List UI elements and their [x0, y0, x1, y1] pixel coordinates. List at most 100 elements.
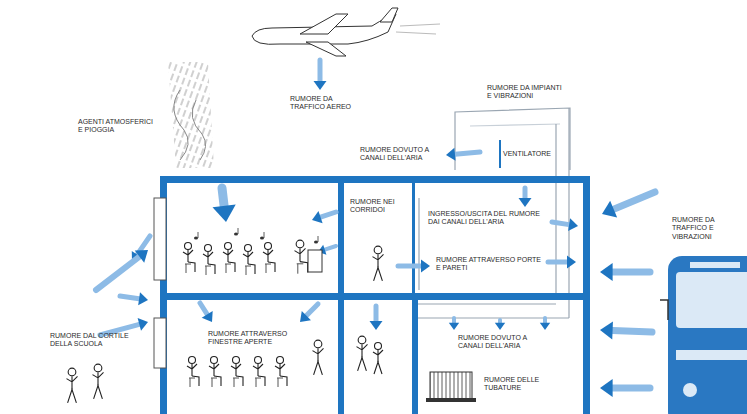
noise-label: RUMORE NEI CORRIDOI	[350, 198, 405, 215]
noise-arrow	[321, 212, 336, 217]
person-figure	[374, 362, 382, 374]
arrow-head	[600, 263, 613, 281]
arrows	[96, 60, 655, 397]
rain	[168, 62, 214, 168]
person-head	[68, 368, 76, 376]
arrow-head	[135, 250, 148, 263]
noise-arrow	[96, 257, 139, 290]
chair	[205, 266, 211, 275]
arrow-head	[567, 256, 576, 269]
noise-label: RUMORE DA TRAFFICO AEREO	[290, 95, 354, 112]
radiator	[430, 372, 472, 400]
arrow-head	[370, 321, 383, 330]
arrow-head	[314, 81, 327, 90]
noise-arrow	[120, 296, 139, 299]
person-figure	[314, 362, 323, 375]
person-figure	[243, 252, 253, 264]
arrow-head	[300, 311, 311, 322]
arrow-head	[446, 148, 456, 161]
noise-arrow	[548, 260, 567, 265]
chair	[265, 264, 271, 273]
arrow-head	[519, 198, 532, 207]
person-figure	[67, 376, 78, 389]
windows	[154, 198, 166, 368]
noise-arrow	[455, 152, 480, 154]
noise-label: AGENTI ATMOSFERICI E PIOGGIA	[78, 118, 158, 135]
person-head	[255, 357, 262, 364]
person-head	[358, 336, 366, 344]
person-figure	[94, 386, 103, 399]
person-head	[211, 357, 218, 364]
noise-arrow	[613, 385, 650, 392]
person-figure	[187, 364, 197, 376]
music-note	[194, 237, 198, 240]
person-head	[277, 357, 284, 364]
arrow-head	[600, 321, 613, 339]
building	[160, 176, 590, 414]
person-figure	[68, 390, 77, 403]
noise-arrow	[318, 60, 323, 81]
chair	[233, 378, 239, 387]
arrow-head	[202, 311, 213, 322]
chair	[255, 378, 261, 387]
radiator-base	[426, 398, 476, 402]
person-head	[233, 357, 240, 364]
noise-label: RUMORE DA IMPIANTI E VIBRAZIONI	[487, 84, 567, 101]
person-head	[265, 243, 272, 250]
noise-arrow	[613, 330, 652, 332]
music-note-stem	[198, 232, 199, 238]
music-note	[260, 237, 264, 240]
arrow-head	[138, 318, 148, 331]
noise-label: RUMORE DA TRAFFICO E VIBRAZIONI	[672, 216, 744, 241]
music-note	[234, 233, 238, 236]
noise-arrow	[523, 188, 528, 198]
noise-label: RUMORE ATTRAVERSO FINESTRE APERTE	[208, 330, 308, 347]
arrow-head	[312, 211, 323, 223]
person-figure	[203, 252, 213, 264]
noise-arrow	[374, 306, 379, 321]
person-head	[225, 243, 232, 250]
music-note-stem	[318, 236, 319, 242]
arrow-head	[449, 323, 459, 330]
person-figure	[373, 350, 383, 362]
chair	[185, 264, 191, 273]
person-figure	[373, 254, 384, 267]
person-figure	[295, 248, 306, 261]
arrow-head	[495, 323, 505, 330]
person-figure	[253, 364, 263, 376]
figures	[67, 228, 384, 403]
person-figure	[300, 262, 308, 273]
music-note-stem	[264, 232, 265, 238]
noise-label: RUMORE DOVUTO A CANALI DELL'ARIA	[360, 146, 444, 163]
person-head	[205, 245, 212, 252]
chair	[245, 266, 251, 275]
noise-arrow	[543, 318, 547, 323]
noise-arrow	[398, 264, 421, 269]
noise-arrow	[498, 320, 502, 323]
noise-label: RUMORE ATTRAVERSO PORTE E PARETI	[436, 256, 544, 273]
person-head	[189, 357, 196, 364]
arrow-head	[540, 323, 550, 330]
noise-arrow	[452, 318, 456, 323]
noise-arrow	[200, 303, 207, 314]
chair	[189, 378, 195, 387]
person-figure	[374, 268, 383, 281]
noise-arrow	[552, 222, 569, 225]
arrow-head	[212, 205, 235, 222]
desk	[308, 250, 322, 272]
person-head	[314, 340, 322, 348]
noise-label: VENTILATORE	[503, 150, 553, 158]
person-head	[245, 245, 252, 252]
noise-arrow	[325, 246, 336, 250]
person-figure	[93, 372, 104, 385]
airplane	[252, 8, 440, 56]
noise-label: RUMORE DAL CORTILE DELLA SCUOLA	[50, 332, 130, 349]
arrow-head	[568, 218, 578, 231]
chair	[297, 264, 304, 274]
person-figure	[275, 364, 285, 376]
person-figure	[358, 358, 367, 371]
noise-arrow	[306, 304, 318, 316]
chair	[211, 378, 217, 387]
arrow-head	[600, 379, 613, 397]
